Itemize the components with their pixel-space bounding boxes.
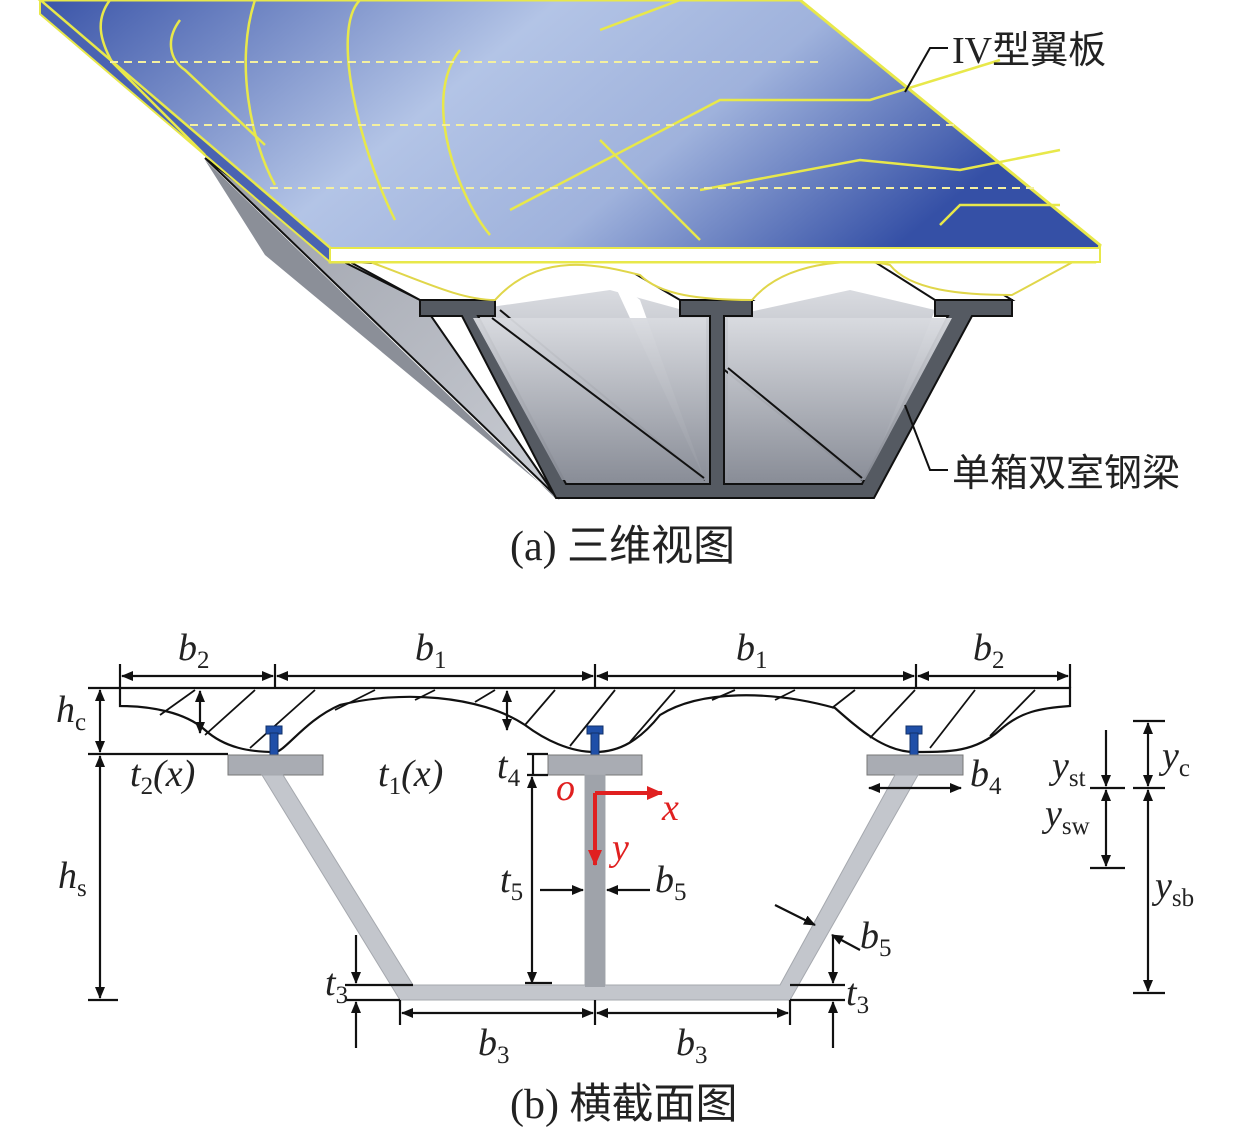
dim-b5-slanted [774, 904, 861, 951]
steel-mid-web [585, 775, 605, 987]
label-t3-left: t3 [325, 962, 348, 1009]
slab-hatching [159, 689, 1036, 749]
label-ysb: ysb [1151, 865, 1194, 912]
label-t1x: t1(x) [378, 753, 443, 800]
label-hs: hs [58, 855, 87, 902]
label-t2x: t2(x) [130, 753, 195, 800]
label-ysw: ysw [1041, 793, 1090, 840]
axis-x-label: x [661, 787, 679, 829]
callout-flange-label: IV型翼板 [952, 30, 1106, 72]
label-b2-left: b2 [178, 627, 210, 674]
inner-diag-left [491, 317, 705, 479]
slab-left-edge [39, 0, 331, 265]
label-b1-right: b1 [736, 627, 768, 674]
axis-y-label: y [608, 827, 629, 869]
panel-a-3d-view: IV型翼板 单箱双室钢梁 (a) 三维视图 [37, 0, 1180, 570]
dim-t5 [525, 776, 650, 985]
label-b2-right: b2 [973, 627, 1005, 674]
label-b3-left: b3 [478, 1022, 510, 1069]
label-t4: t4 [497, 745, 521, 792]
dim-t4 [527, 752, 548, 777]
caption-panel-b: (b) 横截面图 [510, 1082, 737, 1128]
label-b3-right: b3 [676, 1022, 708, 1069]
inner-diag-right [727, 367, 863, 479]
coordinate-axes [588, 786, 663, 866]
label-b4: b4 [970, 753, 1002, 800]
label-t5: t5 [500, 859, 523, 906]
dim-right [1090, 719, 1165, 995]
contour-lines [99, 0, 1061, 241]
callout-girder-label: 单箱双室钢梁 [952, 453, 1180, 495]
dashed-reference-lines [110, 61, 1035, 189]
label-b1-left: b1 [415, 627, 447, 674]
dim-top [118, 664, 1072, 688]
label-b5-slanted: b5 [860, 915, 892, 962]
girder-front-inner [473, 318, 952, 480]
slab-front-edge [329, 247, 1101, 263]
panel-b-cross-section: b2 b1 b1 b2 hc hs t2(x) t1(x) t4 [56, 627, 1194, 1128]
callout-line-flange [904, 47, 948, 93]
shear-studs [265, 725, 923, 756]
steel-top-flanges [227, 754, 964, 776]
dim-b3 [398, 1000, 792, 1025]
label-yc: yc [1158, 735, 1190, 782]
label-t3-right: t3 [846, 972, 869, 1019]
callout-line-girder [904, 404, 948, 471]
caption-panel-a: (a) 三维视图 [510, 524, 735, 570]
label-hc: hc [56, 689, 86, 736]
label-b5-center: b5 [655, 859, 687, 906]
dim-t3 [345, 935, 845, 1048]
dim-left [88, 686, 512, 1002]
label-yst: yst [1048, 745, 1086, 792]
girder-front-section [419, 299, 1013, 499]
axis-origin-label: o [556, 767, 575, 809]
